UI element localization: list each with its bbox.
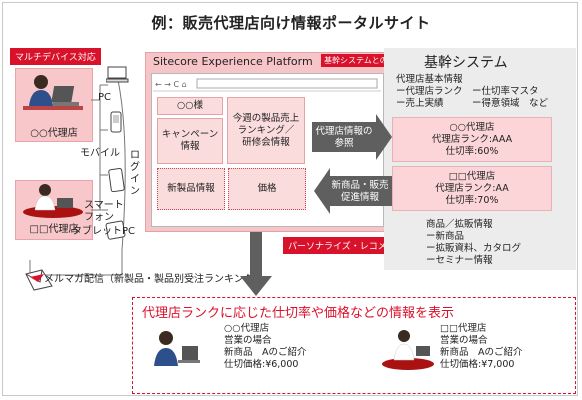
result-b-line-3: 新商品 Aのご紹介: [440, 347, 523, 358]
mailmag-label: メルマガ配信（新製品・製品別受注ランキング）: [44, 274, 264, 285]
dealer-a-caption: ○○代理店: [30, 128, 78, 139]
dealer-b-person-icon: [23, 184, 83, 218]
device-label-tablet: タブレットPC: [72, 226, 136, 237]
device-label-pc: PC: [98, 92, 112, 103]
login-label: ログイン: [130, 150, 140, 197]
diagram-frame: [2, 2, 578, 396]
mobile-icon: [110, 111, 122, 133]
sales-line-2: ー新商品: [426, 231, 465, 242]
dealer-b-caption: □□代理店: [29, 224, 79, 235]
svg-text:← → C ⌂: ← → C ⌂: [155, 80, 187, 89]
device-label-mobile: モバイル: [80, 148, 120, 159]
rank-b-rank: 代理店ランク:AA: [435, 183, 509, 194]
browser-toolbar: ← → C ⌂: [153, 78, 381, 92]
platform-title: Sitecore Experience Platform: [153, 55, 313, 68]
dealer-a-person-icon: [23, 75, 83, 110]
base-info-line-2: ー代理店ランク ー仕切率マスタ: [396, 86, 539, 97]
result-dealer-b-icon: [382, 330, 434, 370]
result-b-line-1: □□代理店: [440, 323, 487, 334]
result-title: 代理店ランクに応じた仕切率や価格などの情報を表示: [142, 306, 455, 321]
base-system-title: 基幹システム: [424, 55, 508, 71]
rank-b-rate: 仕切率:70%: [445, 195, 499, 206]
pc-icon: [106, 66, 129, 83]
reference-arrow: [312, 114, 392, 160]
diagram-title: 例：販売代理店向け情報ポータルサイト: [151, 14, 431, 32]
down-arrow: [240, 232, 272, 296]
result-a-line-3: 新商品 Aのご紹介: [224, 347, 307, 358]
cell-new-products: 新製品情報: [157, 168, 225, 210]
result-a-line-2: 営業の場合: [224, 335, 272, 346]
sales-line-3: ー拡販資料、カタログ: [426, 243, 522, 254]
promotion-arrow-label: 新商品・販売 促進情報: [331, 180, 389, 203]
sales-line-4: ーセミナー情報: [426, 255, 493, 266]
sales-line-1: 商品／拡販情報: [426, 219, 493, 230]
result-b-line-4: 仕切価格:¥7,000: [440, 359, 515, 370]
cell-ranking: 今週の製品売上 ランキング／ 研修会情報: [227, 97, 305, 164]
reference-arrow-label: 代理店情報の 参照: [315, 126, 373, 149]
smartphone-icon: [108, 168, 125, 192]
cell-price: 価格: [228, 168, 306, 210]
result-dealer-a-icon: [154, 331, 200, 366]
result-box: [132, 297, 576, 394]
result-b-line-2: 営業の場合: [440, 335, 488, 346]
tablet-icon: [105, 220, 126, 240]
device-label-smartphone: スマート フォン: [84, 200, 124, 223]
rank-b-name: □□代理店: [448, 171, 496, 182]
base-info-line-1: 代理店基本情報: [396, 74, 463, 85]
base-info-line-3: ー売上実績 ー得意領域 など: [396, 98, 549, 109]
rank-a-rank: 代理店ランク:AAA: [431, 134, 513, 145]
cell-dealer-greeting: ○○様: [157, 97, 223, 115]
result-a-line-1: ○○代理店: [224, 323, 270, 334]
cell-campaign: キャンペーン 情報: [157, 118, 223, 164]
promotion-arrow: [314, 168, 392, 214]
rank-box-dealer-b: □□代理店 代理店ランク:AA 仕切率:70%: [392, 166, 552, 211]
result-a-line-4: 仕切価格:¥6,000: [224, 359, 299, 370]
rank-a-name: ○○代理店: [449, 122, 495, 133]
personalize-label: パーソナライズ・レコメンド: [283, 237, 410, 254]
rank-box-dealer-a: ○○代理店 代理店ランク:AAA 仕切率:60%: [392, 117, 552, 162]
multidevice-label: マルチデバイス対応: [10, 48, 101, 65]
mail-icon: [25, 269, 53, 291]
rank-a-rate: 仕切率:60%: [445, 146, 499, 157]
